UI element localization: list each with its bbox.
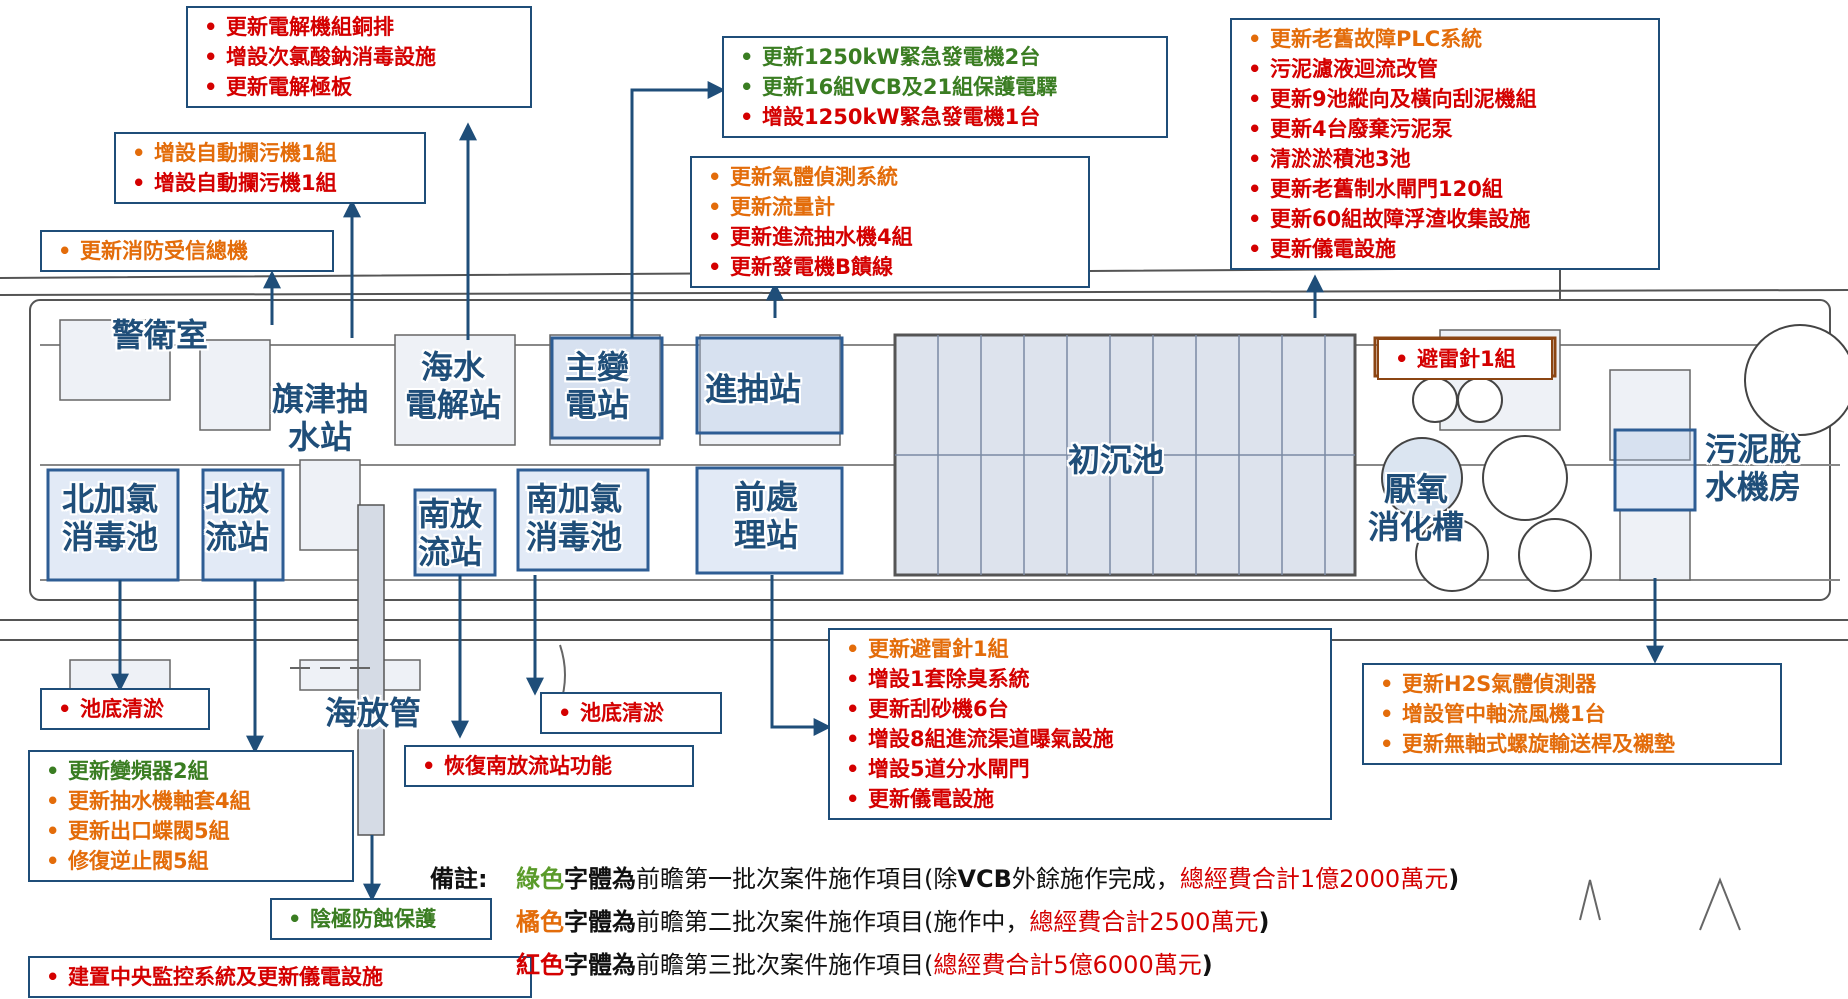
fire-alarm-box: 更新消防受信總機 [40,230,334,272]
item-3: 更新發電機B饋線 [704,252,1078,282]
item-0: 更新老舊故障PLC系統 [1244,24,1648,54]
screen-machines-box: 增設自動攔污機1組增設自動攔污機1組 [114,132,426,204]
influent-pump-station-label: 進抽站 [705,370,802,408]
pretreatment-box: 更新避雷針1組增設1套除臭系統更新刮砂機6台增設8組進流渠道曝氣設施增設5道分水… [828,628,1332,820]
north-dredge-box: 池底清淤 [40,688,210,730]
primary-tank-box: 更新老舊故障PLC系統污泥濾液迴流改管更新9池縱向及橫向刮泥機組更新4台廢棄污泥… [1230,18,1660,270]
cathodic-protection-box: 陰極防蝕保護 [270,898,492,940]
item-0: 更新變頻器2組 [42,756,342,786]
note-desc: 前瞻第二批次案件施作項目(施作中， [636,908,1030,936]
south-outfall-box: 恢復南放流站功能 [404,745,694,787]
note-color-word: 綠色 [516,865,564,893]
south-dredge-box: 池底清淤 [540,692,722,734]
item-2: 更新進流抽水機4組 [704,222,1078,252]
item-3: 修復逆止閥5組 [42,846,342,876]
item-2: 更新刮砂機6台 [842,694,1320,724]
item-3: 更新4台廢棄污泥泵 [1244,114,1648,144]
item-2: 更新電解極板 [200,72,520,102]
scada-box: 建置中央監控系統及更新儀電設施 [28,956,532,998]
item-0: 更新1250kW緊急發電機2台 [736,42,1156,72]
item-0: 池底清淤 [554,698,710,728]
item-1: 增設管中軸流風機1台 [1376,699,1770,729]
item-4: 增設5道分水閘門 [842,754,1320,784]
item-5: 更新老舊制水閘門120組 [1244,174,1648,204]
item-3: 增設8組進流渠道曝氣設施 [842,724,1320,754]
generators-box: 更新1250kW緊急發電機2台更新16組VCB及21組保護電驛增設1250kW緊… [722,36,1168,138]
note-vcb: VCB [957,865,1012,893]
item-7: 更新儀電設施 [1244,234,1648,264]
note-close: ) [1448,865,1460,893]
item-0: 更新電解機組銅排 [200,12,520,42]
anaerobic-digester-label: 厭氧 消化槽 [1368,470,1465,546]
item-1: 更新16組VCB及21組保護電驛 [736,72,1156,102]
lightning-rod-box: 避雷針1組 [1377,338,1553,380]
item-5: 更新儀電設施 [842,784,1320,814]
item-0: 更新H2S氣體偵測器 [1376,669,1770,699]
item-1: 更新抽水機軸套4組 [42,786,342,816]
item-2: 更新9池縱向及橫向刮泥機組 [1244,84,1648,114]
note-desc: 前瞻第三批次案件施作項目( [636,951,934,979]
item-0: 避雷針1組 [1391,344,1541,374]
electrolysis-upgrades-box: 更新電解機組銅排增設次氯酸鈉消毒設施更新電解極板 [186,6,532,108]
item-0: 池底清淤 [54,694,198,724]
primary-settling-label: 初沉池 [1068,441,1165,479]
seawater-electrolysis-label: 海水 電解站 [405,348,502,424]
note-suffix: 字體為 [564,908,636,936]
item-0: 更新氣體偵測系統 [704,162,1078,192]
item-0: 更新避雷針1組 [842,634,1320,664]
note-row-orange: 橘色字體為前瞻第二批次案件施作項目(施作中，總經費合計2500萬元) [516,901,1459,944]
note-row-red: 紅色字體為前瞻第三批次案件施作項目(總經費合計5億6000萬元) [516,944,1459,987]
item-1: 增設自動攔污機1組 [128,168,414,198]
influent-pump-box: 更新氣體偵測系統更新流量計更新進流抽水機4組更新發電機B饋線 [690,156,1090,288]
sludge-dewatering-box: 更新H2S氣體偵測器增設管中軸流風機1台更新無軸式螺旋輸送桿及襯墊 [1362,663,1782,765]
north-chlorination-label: 北加氯 消毒池 [62,480,159,556]
note-color-word: 紅色 [516,951,564,979]
note-desc2: 外餘施作完成， [1011,865,1180,893]
notes-legend: 備註: 綠色字體為前瞻第一批次案件施作項目(除VCB外餘施作完成，總經費合計1億… [430,858,1460,987]
north-outfall-box: 更新變頻器2組更新抽水機軸套4組更新出口蝶閥5組修復逆止閥5組 [28,750,354,882]
item-1: 增設1套除臭系統 [842,664,1320,694]
item-2: 更新無軸式螺旋輸送桿及襯墊 [1376,729,1770,759]
note-color-word: 橘色 [516,908,564,936]
note-cost: 總經費合計2500萬元 [1029,908,1259,936]
note-desc: 前瞻第一批次案件施作項目(除 [636,865,958,893]
guard-room-label: 警衛室 [112,316,209,354]
north-outfall-station-label: 北放 流站 [205,480,270,556]
cijin-pump-station-label: 旗津抽 水站 [272,380,369,456]
note-close: ) [1201,951,1213,979]
item-0: 增設自動攔污機1組 [128,138,414,168]
main-substation-label: 主變 電站 [565,348,630,424]
item-1: 增設次氯酸鈉消毒設施 [200,42,520,72]
item-1: 更新流量計 [704,192,1078,222]
item-0: 陰極防蝕保護 [284,904,480,934]
note-row-green: 備註: 綠色字體為前瞻第一批次案件施作項目(除VCB外餘施作完成，總經費合計1億… [430,858,1460,901]
item-0: 恢復南放流站功能 [418,751,682,781]
notes-label: 備註: [430,865,488,893]
item-4: 清淤淤積池3池 [1244,144,1648,174]
note-cost: 總經費合計1億2000萬元 [1179,865,1449,893]
sludge-dewatering-house-label: 污泥脫 水機房 [1705,430,1802,506]
note-close: ) [1258,908,1270,936]
south-chlorination-label: 南加氯 消毒池 [526,480,623,556]
note-cost: 總經費合計5億6000萬元 [933,951,1202,979]
item-6: 更新60組故障浮渣收集設施 [1244,204,1648,234]
item-2: 增設1250kW緊急發電機1台 [736,102,1156,132]
south-outfall-station-label: 南放 流站 [418,495,483,571]
pretreatment-label: 前處 理站 [734,478,799,554]
note-suffix: 字體為 [564,865,636,893]
sea-outfall-pipe-label: 海放管 [325,694,422,732]
item-0: 更新消防受信總機 [54,236,322,266]
note-suffix: 字體為 [564,951,636,979]
item-2: 更新出口蝶閥5組 [42,816,342,846]
item-0: 建置中央監控系統及更新儀電設施 [42,962,520,992]
item-1: 污泥濾液迴流改管 [1244,54,1648,84]
